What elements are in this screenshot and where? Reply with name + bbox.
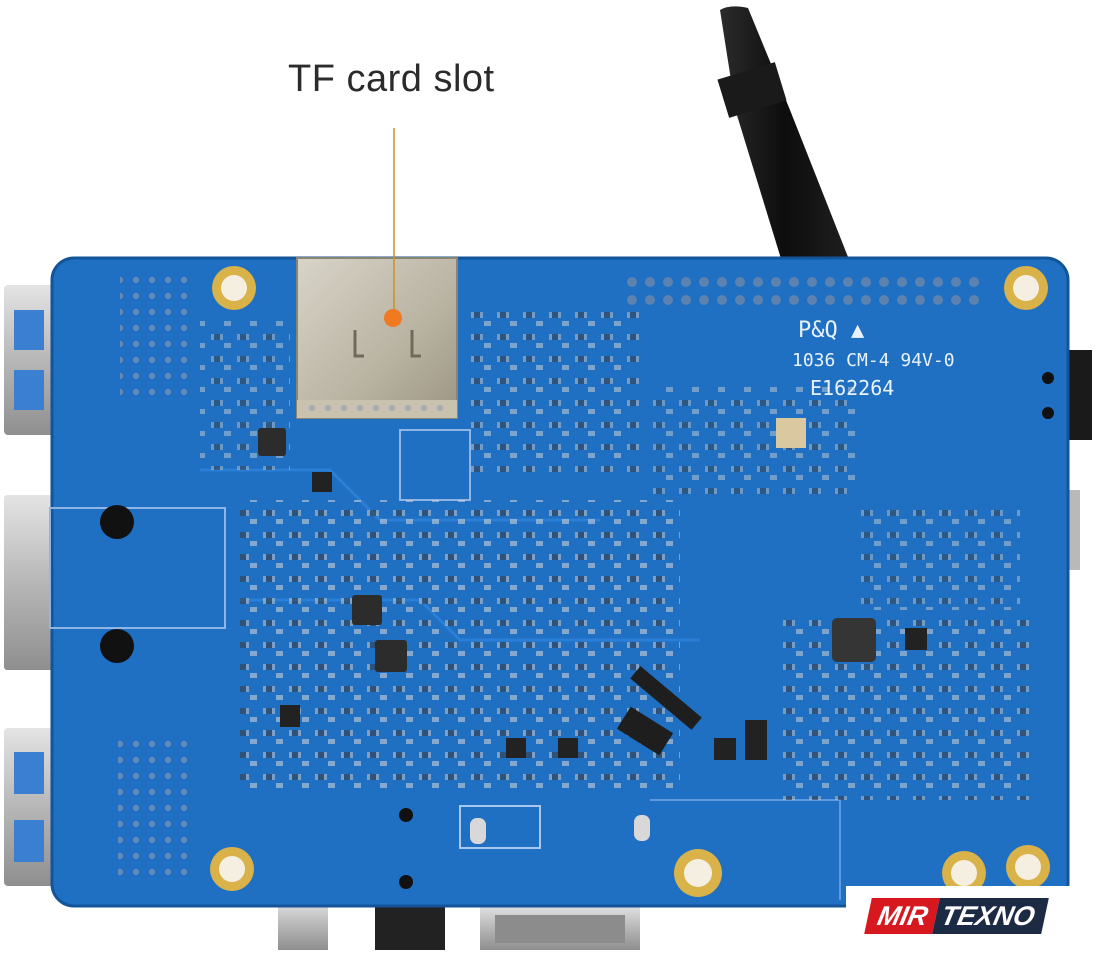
usb-port-icon bbox=[4, 728, 56, 886]
gpio-pin bbox=[717, 277, 727, 287]
gpio-pin bbox=[915, 277, 925, 287]
callout-dot bbox=[384, 309, 402, 327]
usb-port-icon bbox=[4, 285, 56, 435]
gpio-pin bbox=[951, 277, 961, 287]
gpio-pin bbox=[735, 277, 745, 287]
power-cable-icon bbox=[717, 6, 850, 263]
gpio-pin bbox=[843, 295, 853, 305]
gpio-pin bbox=[753, 277, 763, 287]
gpio-pin bbox=[771, 295, 781, 305]
gpio-pin bbox=[969, 295, 979, 305]
gpio-pin bbox=[663, 295, 673, 305]
gpio-pin bbox=[753, 295, 763, 305]
gpio-pin bbox=[699, 277, 709, 287]
gpio-pin bbox=[879, 277, 889, 287]
gpio-pin bbox=[627, 277, 637, 287]
gpio-pin bbox=[969, 277, 979, 287]
gpio-pin bbox=[645, 277, 655, 287]
gpio-pin bbox=[699, 295, 709, 305]
gpio-pin bbox=[897, 295, 907, 305]
callout-label: TF card slot bbox=[288, 58, 495, 100]
gpio-pin bbox=[861, 277, 871, 287]
board-file-marking: E162264 bbox=[810, 376, 895, 400]
gpio-pin bbox=[681, 277, 691, 287]
gpio-pin bbox=[843, 277, 853, 287]
gpio-pin bbox=[645, 295, 655, 305]
board-rating-marking: 1036 CM-4 94V-0 bbox=[792, 350, 955, 371]
gpio-pin bbox=[879, 295, 889, 305]
gpio-pin bbox=[825, 295, 835, 305]
gpio-pin bbox=[915, 295, 925, 305]
gpio-header-icon bbox=[627, 277, 979, 305]
gpio-pin bbox=[807, 295, 817, 305]
mounting-hole-icon bbox=[210, 266, 1050, 897]
watermark-left: MIR bbox=[864, 898, 940, 934]
gpio-pin bbox=[789, 277, 799, 287]
gpio-pin bbox=[717, 295, 727, 305]
gpio-pin bbox=[627, 295, 637, 305]
gpio-pin bbox=[771, 277, 781, 287]
gpio-pin bbox=[825, 277, 835, 287]
watermark-right: TEXNO bbox=[931, 898, 1049, 934]
gpio-pin bbox=[897, 277, 907, 287]
gpio-pin bbox=[789, 295, 799, 305]
gpio-pin bbox=[681, 295, 691, 305]
gpio-pin bbox=[735, 295, 745, 305]
watermark-logo: MIR TEXNO bbox=[846, 886, 1082, 948]
gpio-pin bbox=[807, 277, 817, 287]
gpio-pin bbox=[933, 295, 943, 305]
gpio-pin bbox=[933, 277, 943, 287]
tf-card-slot-icon bbox=[296, 257, 458, 419]
gpio-pin bbox=[663, 277, 673, 287]
gpio-pin bbox=[861, 295, 871, 305]
ethernet-port-icon bbox=[4, 495, 56, 670]
gpio-pin bbox=[951, 295, 961, 305]
board-brand-marking: P&Q ▲ bbox=[798, 318, 865, 343]
